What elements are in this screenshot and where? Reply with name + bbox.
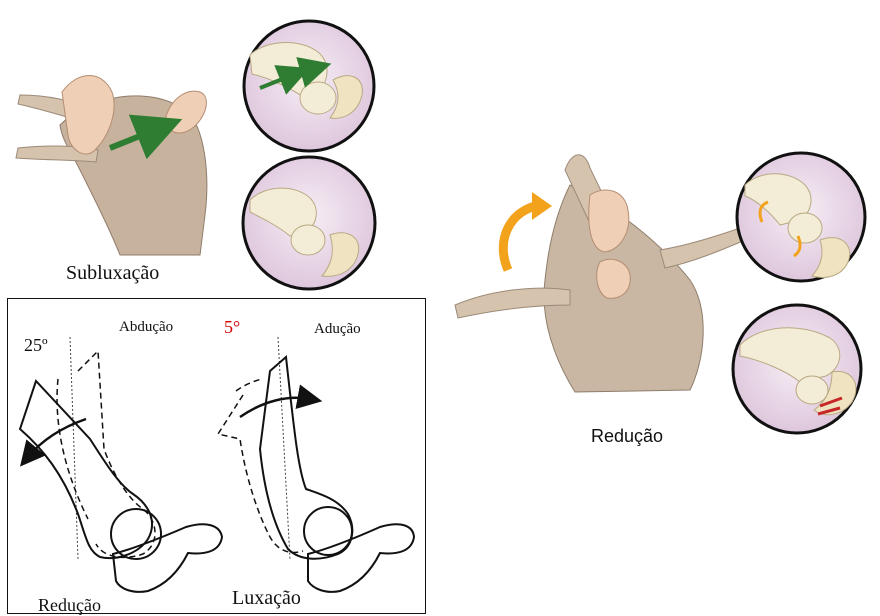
dog-hindquarters-subluxation — [16, 76, 207, 256]
joint-circle-reduction-bottom — [733, 305, 861, 433]
angle-label-5: 5° — [224, 317, 240, 338]
dog-hindquarters-reduction — [455, 155, 745, 392]
caption-subluxation: Subluxação — [66, 262, 159, 285]
caption-adduction: Adução — [314, 321, 361, 338]
femur-right-luxation — [260, 357, 352, 559]
joint-circle-subluxation-top — [244, 21, 374, 151]
caption-abduction: Abdução — [119, 319, 173, 336]
joint-circle-subluxation-bottom — [243, 157, 375, 289]
caption-reduction-left: Redução — [38, 595, 101, 616]
angle-label-25: 25º — [24, 335, 48, 356]
femur-left-reduction — [20, 381, 161, 559]
femur-diagram — [8, 299, 427, 615]
joint-circle-reduction-top — [737, 153, 865, 281]
abduction-adduction-diagram-panel: 25º Abdução 5° Adução Redução Luxação — [7, 298, 426, 614]
caption-reduction-right: Redução — [591, 426, 663, 447]
caption-luxation: Luxação — [232, 587, 301, 610]
